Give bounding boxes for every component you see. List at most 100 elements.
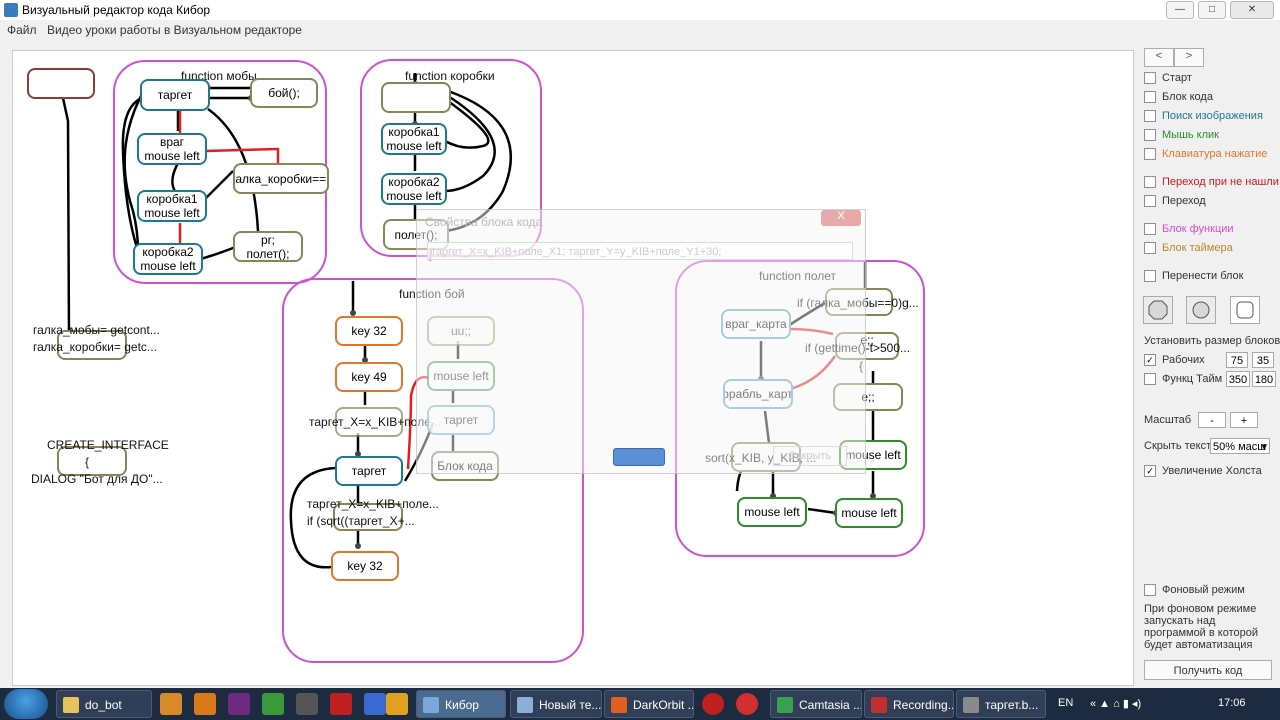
clock[interactable]: 17:06: [1218, 697, 1246, 709]
block-box-start[interactable]: [381, 82, 451, 113]
option-codeblock[interactable]: Блок кода: [1144, 89, 1213, 105]
dialog-code-input[interactable]: таргет_X=x_KIB+поле_X1; таргет_Y=y_KIB+п…: [427, 242, 853, 260]
menu-file[interactable]: Файл: [7, 23, 37, 37]
taskbar-item-notepad[interactable]: Новый те...: [510, 690, 602, 718]
work-height-input[interactable]: 35: [1252, 352, 1274, 368]
option-zoom-canvas[interactable]: ✓Увеличение Холста: [1144, 463, 1262, 479]
opera-icon[interactable]: [702, 693, 724, 715]
menu-video-lessons[interactable]: Видео уроки работы в Визуальном редактор…: [47, 23, 302, 37]
block-mouse-left-2[interactable]: mouse left: [737, 497, 807, 527]
yandex-icon[interactable]: [736, 693, 758, 715]
block-vars[interactable]: [57, 330, 127, 360]
app-icon-1[interactable]: [160, 693, 182, 715]
taskbar-item-darkorbit[interactable]: DarkOrbit ...: [604, 690, 694, 718]
start-block[interactable]: [27, 68, 95, 99]
taskbar-item-do-bot[interactable]: do_bot: [56, 690, 152, 718]
checkbox[interactable]: [1144, 110, 1156, 122]
option-start[interactable]: Старт: [1144, 70, 1192, 86]
chevron-down-icon: ▾: [1261, 441, 1267, 453]
code-block-properties-dialog[interactable]: Свойства блока кода X таргет_X=x_KIB+пол…: [416, 209, 866, 474]
checkbox[interactable]: [1144, 242, 1156, 254]
checkbox[interactable]: ✓: [1144, 465, 1156, 477]
circle-icon: [1192, 301, 1210, 319]
block-key49[interactable]: key 49: [335, 362, 403, 392]
dialog-cancel-button[interactable]: Закрыть: [773, 446, 847, 466]
option-work-blocks[interactable]: ✓Рабочих: [1144, 352, 1205, 368]
nav-forward-button[interactable]: >: [1174, 48, 1204, 67]
option-image-search[interactable]: Поиск изображения: [1144, 108, 1263, 124]
hide-text-select[interactable]: 50% масш▾: [1210, 438, 1270, 454]
app-icon-5[interactable]: [364, 693, 386, 715]
scale-plus-button[interactable]: +: [1230, 412, 1258, 428]
shape-rounded-rect-button[interactable]: [1230, 296, 1260, 324]
option-keyboard[interactable]: Клавиатура нажатие: [1144, 146, 1267, 162]
block-mouse-left-3[interactable]: mouse left: [835, 498, 903, 528]
get-code-button[interactable]: Получить код: [1144, 660, 1272, 680]
minimize-button[interactable]: —: [1166, 1, 1194, 19]
block-target-mob[interactable]: таргет: [140, 79, 210, 111]
option-background-mode[interactable]: Фоновый режим: [1144, 582, 1245, 598]
checkbox[interactable]: ✓: [1144, 354, 1156, 366]
media-icon[interactable]: [194, 693, 216, 715]
work-width-input[interactable]: 75: [1226, 352, 1248, 368]
option-timer-block[interactable]: Блок таймера: [1144, 240, 1233, 256]
checkbox[interactable]: [1144, 223, 1156, 235]
start-button[interactable]: [4, 689, 48, 719]
block-target-c[interactable]: таргет: [335, 456, 403, 486]
taskbar-item-camtasia[interactable]: Camtasia ...: [770, 690, 862, 718]
checkbox[interactable]: [1144, 176, 1156, 188]
option-jump[interactable]: Переход: [1144, 193, 1206, 209]
option-jump-fail[interactable]: Переход при не нашли: [1144, 174, 1279, 190]
octagon-icon: [1148, 300, 1168, 320]
block-if-box[interactable]: if (галка_коробки==...: [233, 163, 329, 194]
option-mouse-click[interactable]: Мышь клик: [1144, 127, 1219, 143]
chrome-icon[interactable]: [386, 693, 408, 715]
checkbox[interactable]: [1144, 129, 1156, 141]
taskbar-item-kibor[interactable]: Кибор: [416, 690, 506, 718]
shape-octagon-button[interactable]: [1143, 296, 1173, 324]
func-width-input[interactable]: 350: [1226, 371, 1250, 387]
checkbox[interactable]: [1144, 373, 1156, 385]
tray-icons[interactable]: « ▲ ⌂ ▮ ◂): [1090, 698, 1142, 710]
checkbox[interactable]: [1144, 195, 1156, 207]
interface-line1: CREATE_INTERFACE: [47, 438, 169, 452]
checkbox[interactable]: [1144, 91, 1156, 103]
block-interface[interactable]: [57, 446, 127, 476]
block-target-x[interactable]: [335, 407, 403, 437]
func-height-input[interactable]: 180: [1252, 371, 1276, 387]
app-icon-2[interactable]: [228, 693, 250, 715]
pdf-icon[interactable]: [330, 693, 352, 715]
tools-panel: < > Старт Блок кода Поиск изображения Мы…: [1138, 40, 1280, 680]
language-indicator[interactable]: EN: [1058, 697, 1074, 709]
app-icon-4[interactable]: [296, 693, 318, 715]
checkbox[interactable]: [1144, 584, 1156, 596]
taskbar-item-target-file[interactable]: таргет.b...: [956, 690, 1046, 718]
nav-back-button[interactable]: <: [1144, 48, 1174, 67]
scale-minus-button[interactable]: -: [1198, 412, 1226, 428]
block-key32-a[interactable]: key 32: [335, 316, 403, 346]
block-key32-b[interactable]: key 32: [331, 551, 399, 581]
checkbox[interactable]: [1144, 72, 1156, 84]
shape-circle-button[interactable]: [1186, 296, 1216, 324]
vars-line2: галка_коробки= getc...: [33, 340, 157, 354]
option-function-block[interactable]: Блок функции: [1144, 221, 1234, 237]
option-move-block[interactable]: Перенести блок: [1144, 268, 1243, 284]
checkbox[interactable]: [1144, 270, 1156, 282]
block-fight-call[interactable]: бой();: [250, 78, 318, 108]
close-button[interactable]: ✕: [1230, 1, 1274, 19]
dialog-ok-button[interactable]: [613, 448, 665, 466]
block-target-x2[interactable]: [333, 503, 403, 531]
block-pr[interactable]: pr;полет();: [233, 231, 303, 262]
interface-line2: {: [85, 455, 90, 469]
maximize-button[interactable]: □: [1198, 1, 1226, 19]
option-func-timer[interactable]: Функц Тайм: [1144, 371, 1222, 387]
taskbar-item-recording[interactable]: Recording...: [864, 690, 954, 718]
app-icon-3[interactable]: [262, 693, 284, 715]
checkbox[interactable]: [1144, 148, 1156, 160]
dialog-close-button[interactable]: X: [821, 210, 861, 226]
